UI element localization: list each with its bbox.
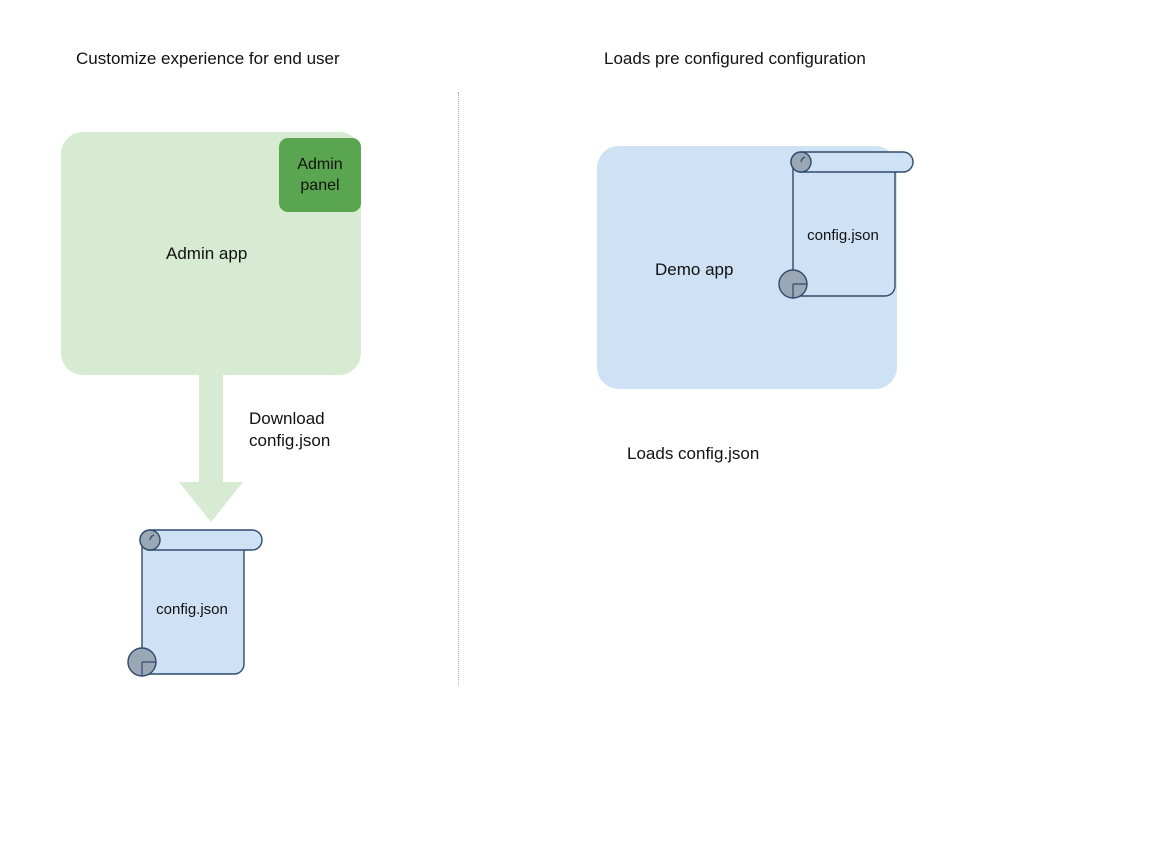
config-json-document-right-label: config.json	[807, 227, 879, 244]
download-label-line1: Download	[249, 409, 325, 428]
admin-panel-box[interactable]: Admin panel	[279, 138, 361, 212]
download-label-line2: config.json	[249, 431, 331, 450]
admin-app-label: Admin app	[166, 244, 248, 263]
admin-panel-label-line2: panel	[300, 177, 340, 194]
vertical-dotted-divider	[458, 92, 459, 686]
download-arrow-label: Download config.json	[249, 408, 330, 452]
config-json-document-left[interactable]: config.json	[120, 528, 268, 692]
demo-app-label: Demo app	[655, 260, 734, 279]
loads-config-caption: Loads config.json	[627, 444, 760, 463]
config-json-document-left-label: config.json	[156, 601, 228, 618]
admin-panel-label-line1: Admin	[297, 156, 343, 173]
left-column-heading: Customize experience for end user	[76, 49, 340, 68]
download-arrow-icon	[175, 370, 247, 530]
right-column-heading: Loads pre configured configuration	[604, 49, 866, 68]
admin-panel-label: Admin panel	[297, 154, 342, 196]
config-json-document-right[interactable]: config.json	[771, 150, 919, 314]
